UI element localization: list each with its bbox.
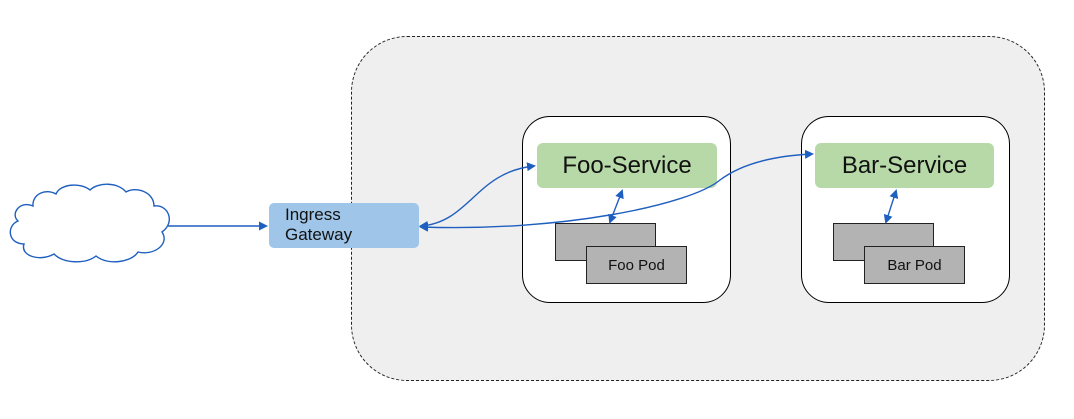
bar-service-label: Bar-Service bbox=[815, 143, 994, 188]
ingress-gateway-line2: Gateway bbox=[285, 225, 353, 244]
ingress-gateway: Ingress Gateway bbox=[269, 203, 419, 248]
foo-pod: Foo Pod bbox=[586, 246, 687, 284]
gateway-to-bar-service-arrow bbox=[419, 149, 814, 232]
gateway-to-foo-service-arrow bbox=[419, 162, 536, 230]
bar-service-to-pod-arrow bbox=[883, 189, 899, 224]
foo-service-to-pod-arrow bbox=[608, 189, 624, 224]
ingress-gateway-line1: Ingress bbox=[285, 205, 341, 224]
cloud-icon bbox=[9, 183, 171, 263]
bar-pod: Bar Pod bbox=[864, 246, 965, 284]
